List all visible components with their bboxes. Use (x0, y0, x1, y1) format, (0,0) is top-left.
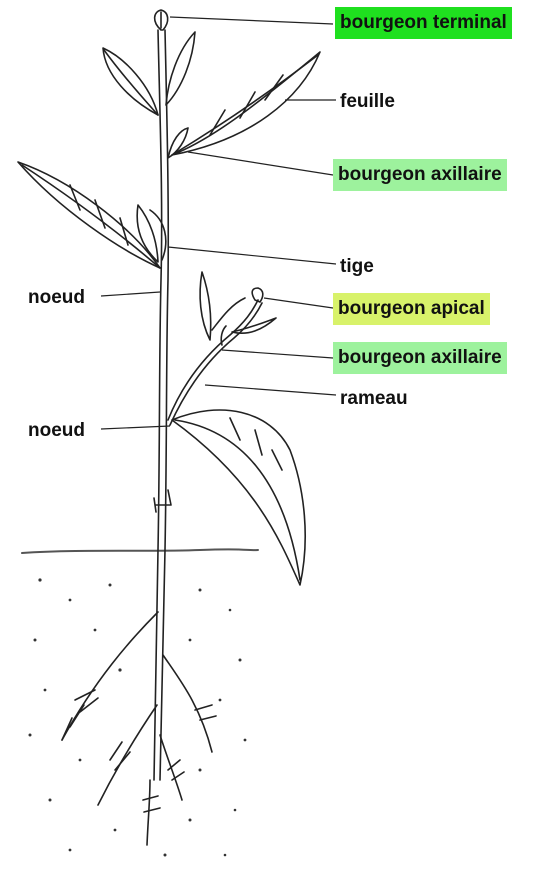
soil-dots (29, 578, 247, 856)
leader-axillaire-2 (222, 350, 333, 358)
label-noeud-upper: noeud (28, 288, 85, 307)
ground-line (22, 549, 258, 553)
root-left (62, 612, 158, 740)
leader-noeud-1 (101, 292, 160, 296)
label-noeud-lower: noeud (28, 421, 85, 440)
root-tip (147, 780, 150, 845)
label-rameau: rameau (340, 389, 408, 408)
leader-lines (101, 17, 336, 429)
leader-apical (264, 298, 333, 308)
label-feuille: feuille (340, 92, 395, 111)
label-bourgeon-apical: bourgeon apical (333, 293, 490, 325)
leaf-upper-right (172, 52, 320, 155)
leader-terminal (170, 17, 333, 24)
label-tige: tige (340, 257, 374, 276)
main-stem (154, 30, 162, 780)
leaf-left (18, 162, 160, 268)
label-bourgeon-axillaire-lower: bourgeon axillaire (333, 342, 507, 374)
leader-rameau (205, 385, 336, 395)
label-bourgeon-axillaire-upper: bourgeon axillaire (333, 159, 507, 191)
root-right (163, 655, 212, 752)
leader-axillaire-1 (188, 152, 333, 175)
leader-tige (168, 247, 336, 264)
label-bourgeon-terminal: bourgeon terminal (335, 7, 512, 39)
